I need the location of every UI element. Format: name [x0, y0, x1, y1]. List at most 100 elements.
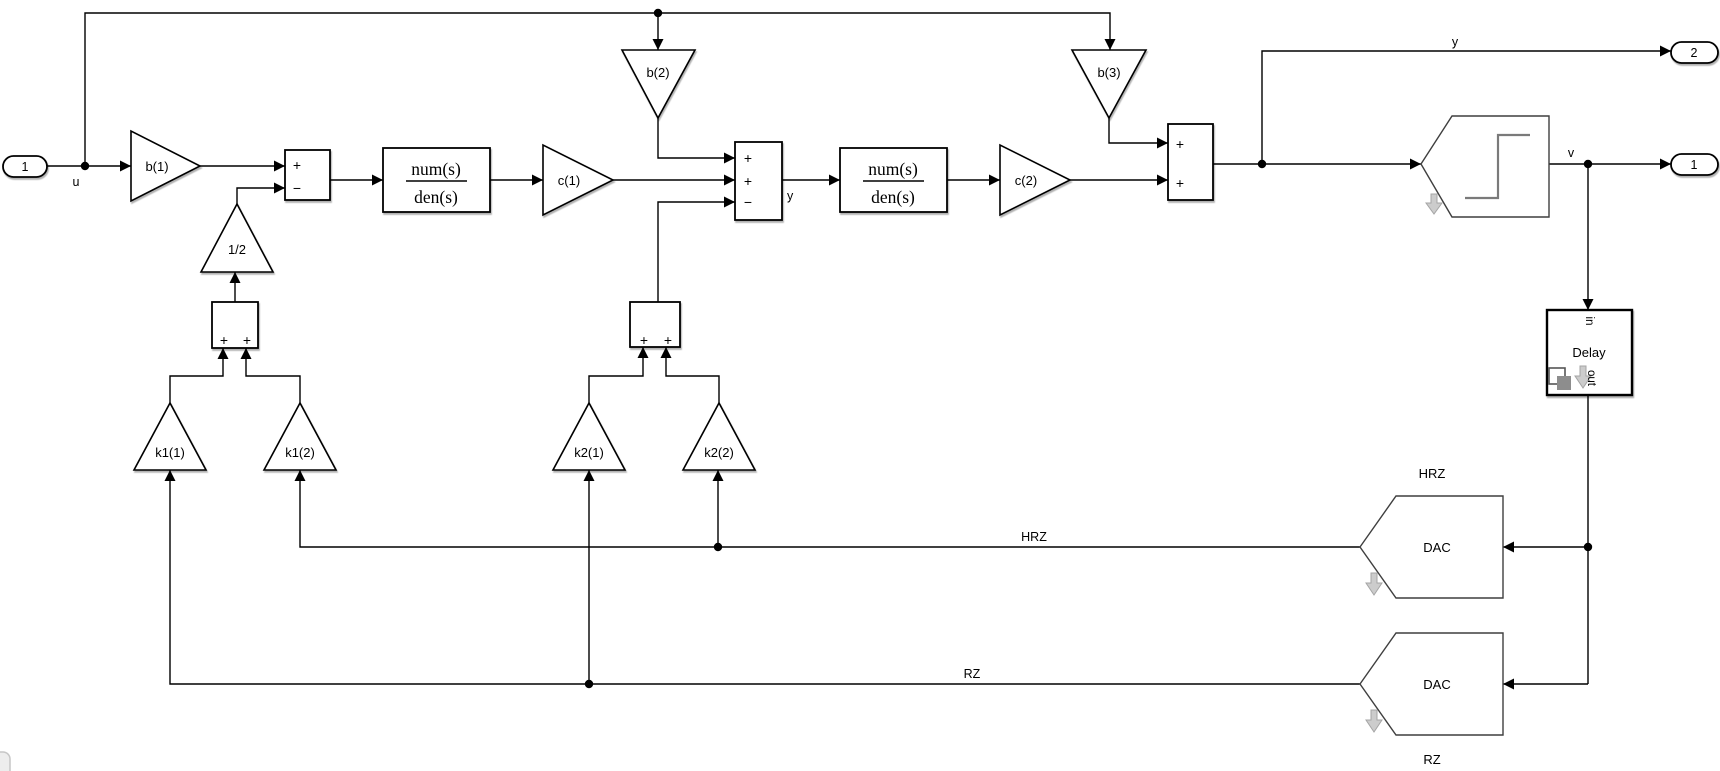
sum-k1-plus1: +	[220, 332, 228, 348]
dac-hrz-shape[interactable]	[1359, 495, 1504, 599]
gain-k11-shape[interactable]	[132, 401, 208, 471]
delay-out-port-label: out	[1585, 370, 1597, 387]
inport-1-shape[interactable]	[2, 155, 48, 178]
gain-k12-shape[interactable]	[262, 401, 338, 471]
gain-k22-label: k2(2)	[704, 445, 734, 460]
gain-b1[interactable]: b(1)	[130, 129, 202, 203]
gain-k22[interactable]: k2(2)	[681, 401, 757, 471]
sum-input-shape[interactable]	[284, 149, 331, 201]
gain-k11-label: k1(1)	[155, 445, 185, 460]
library-link-icon-fill	[1557, 376, 1571, 390]
outport-v[interactable]: 1	[1670, 153, 1719, 176]
sum-k2-plus1: +	[640, 332, 648, 348]
palette-toggle-button[interactable]	[0, 751, 11, 771]
sum-output[interactable]: + +	[1167, 123, 1214, 201]
gain-c2-shape[interactable]	[999, 143, 1072, 217]
sum-k2[interactable]: + +	[629, 301, 681, 348]
wire-k11-to-adder	[169, 348, 229, 403]
relay-quantizer-shape[interactable]	[1420, 115, 1550, 218]
branch-dot	[1583, 159, 1593, 169]
sum-k1-plus2: +	[243, 332, 251, 348]
dac-rz-shape[interactable]	[1359, 632, 1504, 736]
variant-arrow-icon	[1365, 709, 1383, 733]
dac-rz-subsystem[interactable]: DAC	[1359, 632, 1504, 736]
gain-c2[interactable]: c(2)	[999, 143, 1072, 217]
outport-v-shape[interactable]	[1670, 153, 1719, 176]
branch-dot	[653, 8, 663, 18]
gain-b3-shape[interactable]	[1070, 49, 1148, 120]
gain-b2-shape[interactable]	[620, 49, 697, 120]
gain-b3[interactable]: b(3)	[1070, 49, 1148, 120]
gain-k21-shape[interactable]	[551, 401, 627, 471]
dac-rz-label: DAC	[1423, 677, 1450, 692]
relay-quantizer[interactable]	[1420, 115, 1550, 218]
dac-hrz-subsystem[interactable]: DAC	[1359, 495, 1504, 599]
gain-c1[interactable]: c(1)	[542, 143, 615, 217]
sum-central-minus: −	[744, 194, 752, 210]
wire-y-to-outport2	[1261, 45, 1671, 164]
gain-b1-label: b(1)	[145, 159, 168, 174]
wire-label-rz: RZ	[964, 667, 981, 681]
sum-k1-shape[interactable]	[211, 301, 259, 349]
wire-k21-to-adder	[588, 347, 649, 403]
inport-1[interactable]: 1	[2, 155, 48, 178]
gain-k12[interactable]: k1(2)	[262, 401, 338, 471]
sum-input-plus: +	[293, 157, 301, 173]
variant-arrow-icon	[1425, 193, 1443, 215]
variant-arrow-icon	[1365, 572, 1383, 596]
sum-output-shape[interactable]	[1167, 123, 1214, 201]
gain-k22-shape[interactable]	[681, 401, 757, 471]
transfer-fn-2-shape[interactable]	[839, 147, 948, 213]
signal-wires	[47, 12, 1671, 690]
sum-k2-shape[interactable]	[629, 301, 681, 348]
wire-label-y-state: y	[787, 189, 794, 203]
sum-output-plus2: +	[1176, 175, 1184, 191]
transfer-fn-2[interactable]: num(s) den(s)	[839, 147, 948, 213]
branch-dot	[1257, 159, 1267, 169]
dac-hrz-label: DAC	[1423, 540, 1450, 555]
inport-1-number: 1	[22, 160, 29, 174]
transfer-fn-2-den: den(s)	[871, 187, 915, 207]
wire-k22-to-adder	[660, 347, 720, 403]
sum-central-plus1: +	[744, 150, 752, 166]
delay-subsystem[interactable]: Delay in out	[1545, 308, 1634, 397]
transfer-fn-1[interactable]: num(s) den(s)	[382, 147, 491, 213]
sum-central[interactable]: + + −	[734, 141, 783, 221]
wire-label-u: u	[73, 175, 80, 189]
delay-label: Delay	[1572, 345, 1606, 360]
wire-hrz-feedback	[294, 470, 1360, 548]
relay-step-icon	[1465, 133, 1530, 200]
variant-arrow-icon	[1574, 365, 1592, 389]
gain-b1-shape[interactable]	[130, 129, 202, 203]
gain-b2[interactable]: b(2)	[620, 49, 697, 120]
outport-y-shape[interactable]	[1670, 41, 1719, 64]
wire-label-y-out: y	[1452, 35, 1459, 49]
sum-input[interactable]: + −	[284, 149, 331, 201]
gain-half-shape[interactable]	[199, 202, 275, 273]
branch-dot	[584, 679, 594, 689]
wire-top-feed-b3	[84, 12, 1116, 166]
gain-c1-shape[interactable]	[542, 143, 615, 217]
transfer-fn-1-num: num(s)	[411, 159, 461, 179]
gain-half-label: 1/2	[228, 242, 246, 257]
outport-y-number: 2	[1691, 46, 1698, 60]
wire-k12-to-adder	[240, 348, 301, 403]
gain-k11[interactable]: k1(1)	[132, 401, 208, 471]
branch-dot	[713, 542, 723, 552]
sum-k1[interactable]: + +	[211, 301, 259, 349]
transfer-fn-2-num: num(s)	[868, 159, 918, 179]
sum-input-minus: −	[293, 180, 301, 196]
branch-dot	[80, 161, 90, 171]
wire-b2-to-sum	[657, 118, 735, 164]
gain-b3-label: b(3)	[1097, 65, 1120, 80]
transfer-fn-1-shape[interactable]	[382, 147, 491, 213]
branch-dot	[1583, 542, 1593, 552]
sum-central-shape[interactable]	[734, 141, 783, 221]
gain-b2-label: b(2)	[646, 65, 669, 80]
outport-y[interactable]: 2	[1670, 41, 1719, 64]
gain-half[interactable]: 1/2	[199, 202, 275, 273]
gain-k21[interactable]: k2(1)	[551, 401, 627, 471]
sum-k2-plus2: +	[664, 332, 672, 348]
wire-half-to-sum	[236, 182, 285, 204]
